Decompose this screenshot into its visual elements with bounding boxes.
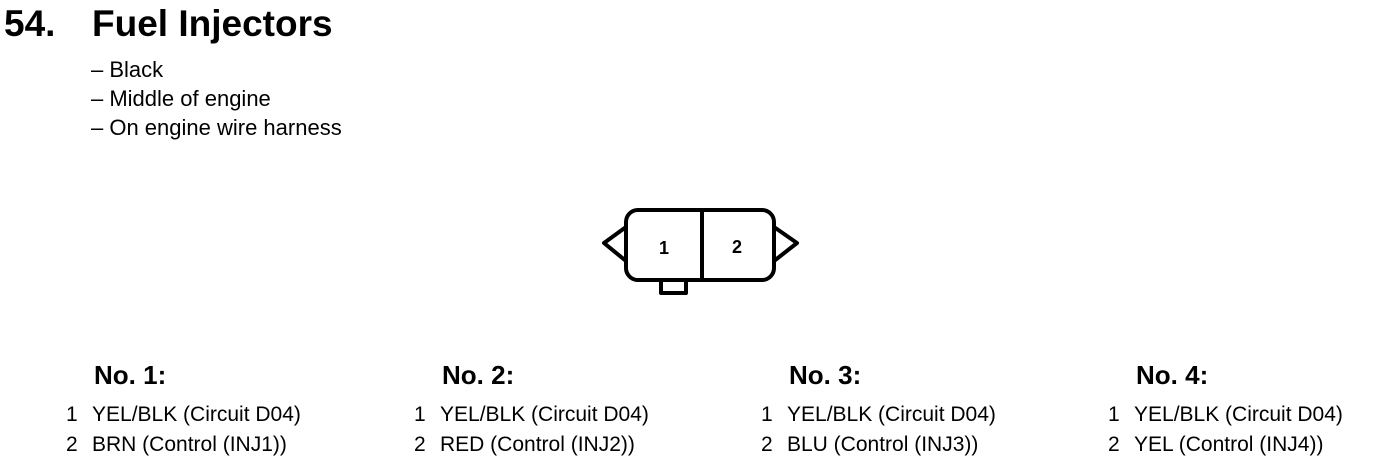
pin-description: YEL/BLK (Circuit D04) xyxy=(440,403,649,426)
pin-description: BLU (Control (INJ3)) xyxy=(787,433,979,456)
note-color: – Black xyxy=(91,57,164,82)
pin-row: 1 YEL/BLK (Circuit D04) xyxy=(761,402,996,428)
pin-number: 1 xyxy=(1108,403,1120,426)
connector-pin-2-label: 2 xyxy=(732,237,742,257)
injector-title: No. 1: xyxy=(94,360,167,390)
note-location: – Middle of engine xyxy=(91,86,271,111)
pin-row: 1 YEL/BLK (Circuit D04) xyxy=(1108,402,1343,428)
injector-title: No. 3: xyxy=(789,360,862,390)
pin-description: BRN (Control (INJ1)) xyxy=(92,433,287,456)
pin-number: 2 xyxy=(414,433,426,456)
connector-notes: – Black – Middle of engine – On engine w… xyxy=(91,55,342,142)
pin-number: 1 xyxy=(761,403,773,426)
pin-description: YEL (Control (INJ4)) xyxy=(1134,433,1324,456)
pin-row: 2 BLU (Control (INJ3)) xyxy=(761,432,978,458)
pin-row: 1 YEL/BLK (Circuit D04) xyxy=(414,402,649,428)
pin-number: 1 xyxy=(66,403,78,426)
pin-row: 2 BRN (Control (INJ1)) xyxy=(66,432,287,458)
pin-row: 2 YEL (Control (INJ4)) xyxy=(1108,432,1323,458)
pin-description: YEL/BLK (Circuit D04) xyxy=(1134,403,1343,426)
pin-description: YEL/BLK (Circuit D04) xyxy=(92,403,301,426)
pin-number: 1 xyxy=(414,403,426,426)
connector-diagram: 1 2 xyxy=(602,208,799,295)
pin-description: RED (Control (INJ2)) xyxy=(440,433,635,456)
pin-row: 1 YEL/BLK (Circuit D04) xyxy=(66,402,301,428)
injector-title: No. 2: xyxy=(442,360,515,390)
pin-number: 2 xyxy=(761,433,773,456)
pin-row: 2 RED (Control (INJ2)) xyxy=(414,432,635,458)
pin-description: YEL/BLK (Circuit D04) xyxy=(787,403,996,426)
section-title: Fuel Injectors xyxy=(92,3,333,44)
injector-title: No. 4: xyxy=(1136,360,1209,390)
pin-number: 2 xyxy=(1108,433,1120,456)
pin-number: 2 xyxy=(66,433,78,456)
note-harness: – On engine wire harness xyxy=(91,115,342,140)
connector-outline xyxy=(602,208,799,295)
section-number: 54. xyxy=(4,3,56,44)
connector-pin-1-label: 1 xyxy=(659,238,669,258)
